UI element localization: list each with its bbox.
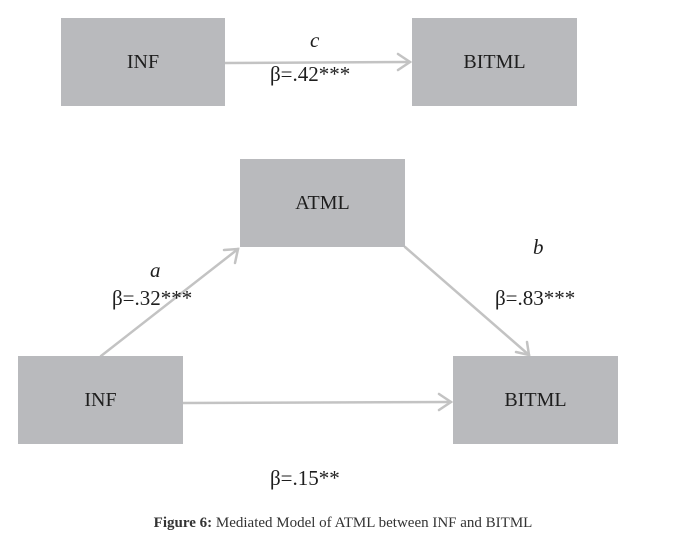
caption-label: Figure 6: [153,515,213,531]
arrow-cprime-inf-to-bitml [181,392,454,412]
arrow-a-inf-to-atml [99,247,240,358]
node-label: INF [126,50,160,73]
path-a-letter: a [150,258,161,282]
node-label: BITML [463,50,526,73]
arrow-c-inf-to-bitml [223,52,413,72]
path-b-beta: β=.83*** [495,286,576,310]
caption-text: Mediated Model of ATML between INF and B… [212,515,533,531]
node-bitml-mediation: BITML [453,356,618,444]
path-c-prime-beta: β=.15** [270,466,340,490]
node-label: INF [84,388,117,411]
node-bitml-total: BITML [412,18,577,106]
path-b-letter: b [533,235,544,259]
node-label: ATML [295,191,350,214]
arrow-b-atml-to-bitml [403,245,531,357]
node-inf-mediation: INF [18,356,183,444]
path-a-beta: β=.32*** [112,286,193,310]
path-c-beta: β=.42*** [270,62,351,86]
node-inf-total: INF [61,18,225,106]
path-c-letter: c [310,28,320,52]
node-label: BITML [504,388,567,411]
figure-caption: Figure 6: Mediated Model of ATML between… [0,515,686,532]
node-atml-mediator: ATML [240,159,405,247]
